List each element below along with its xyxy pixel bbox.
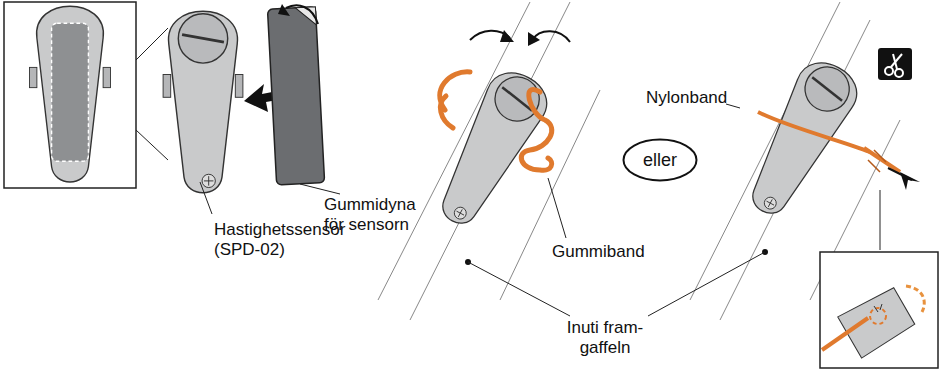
location-label: Inuti fram- gaffeln (545, 318, 665, 358)
part-label: Gummiband (552, 242, 672, 262)
part-label: Gummidyna för sensorn (324, 195, 429, 235)
option-text: eller (622, 150, 698, 170)
option-ellipse: eller (622, 138, 698, 182)
part-label: Nylonband (646, 88, 736, 108)
